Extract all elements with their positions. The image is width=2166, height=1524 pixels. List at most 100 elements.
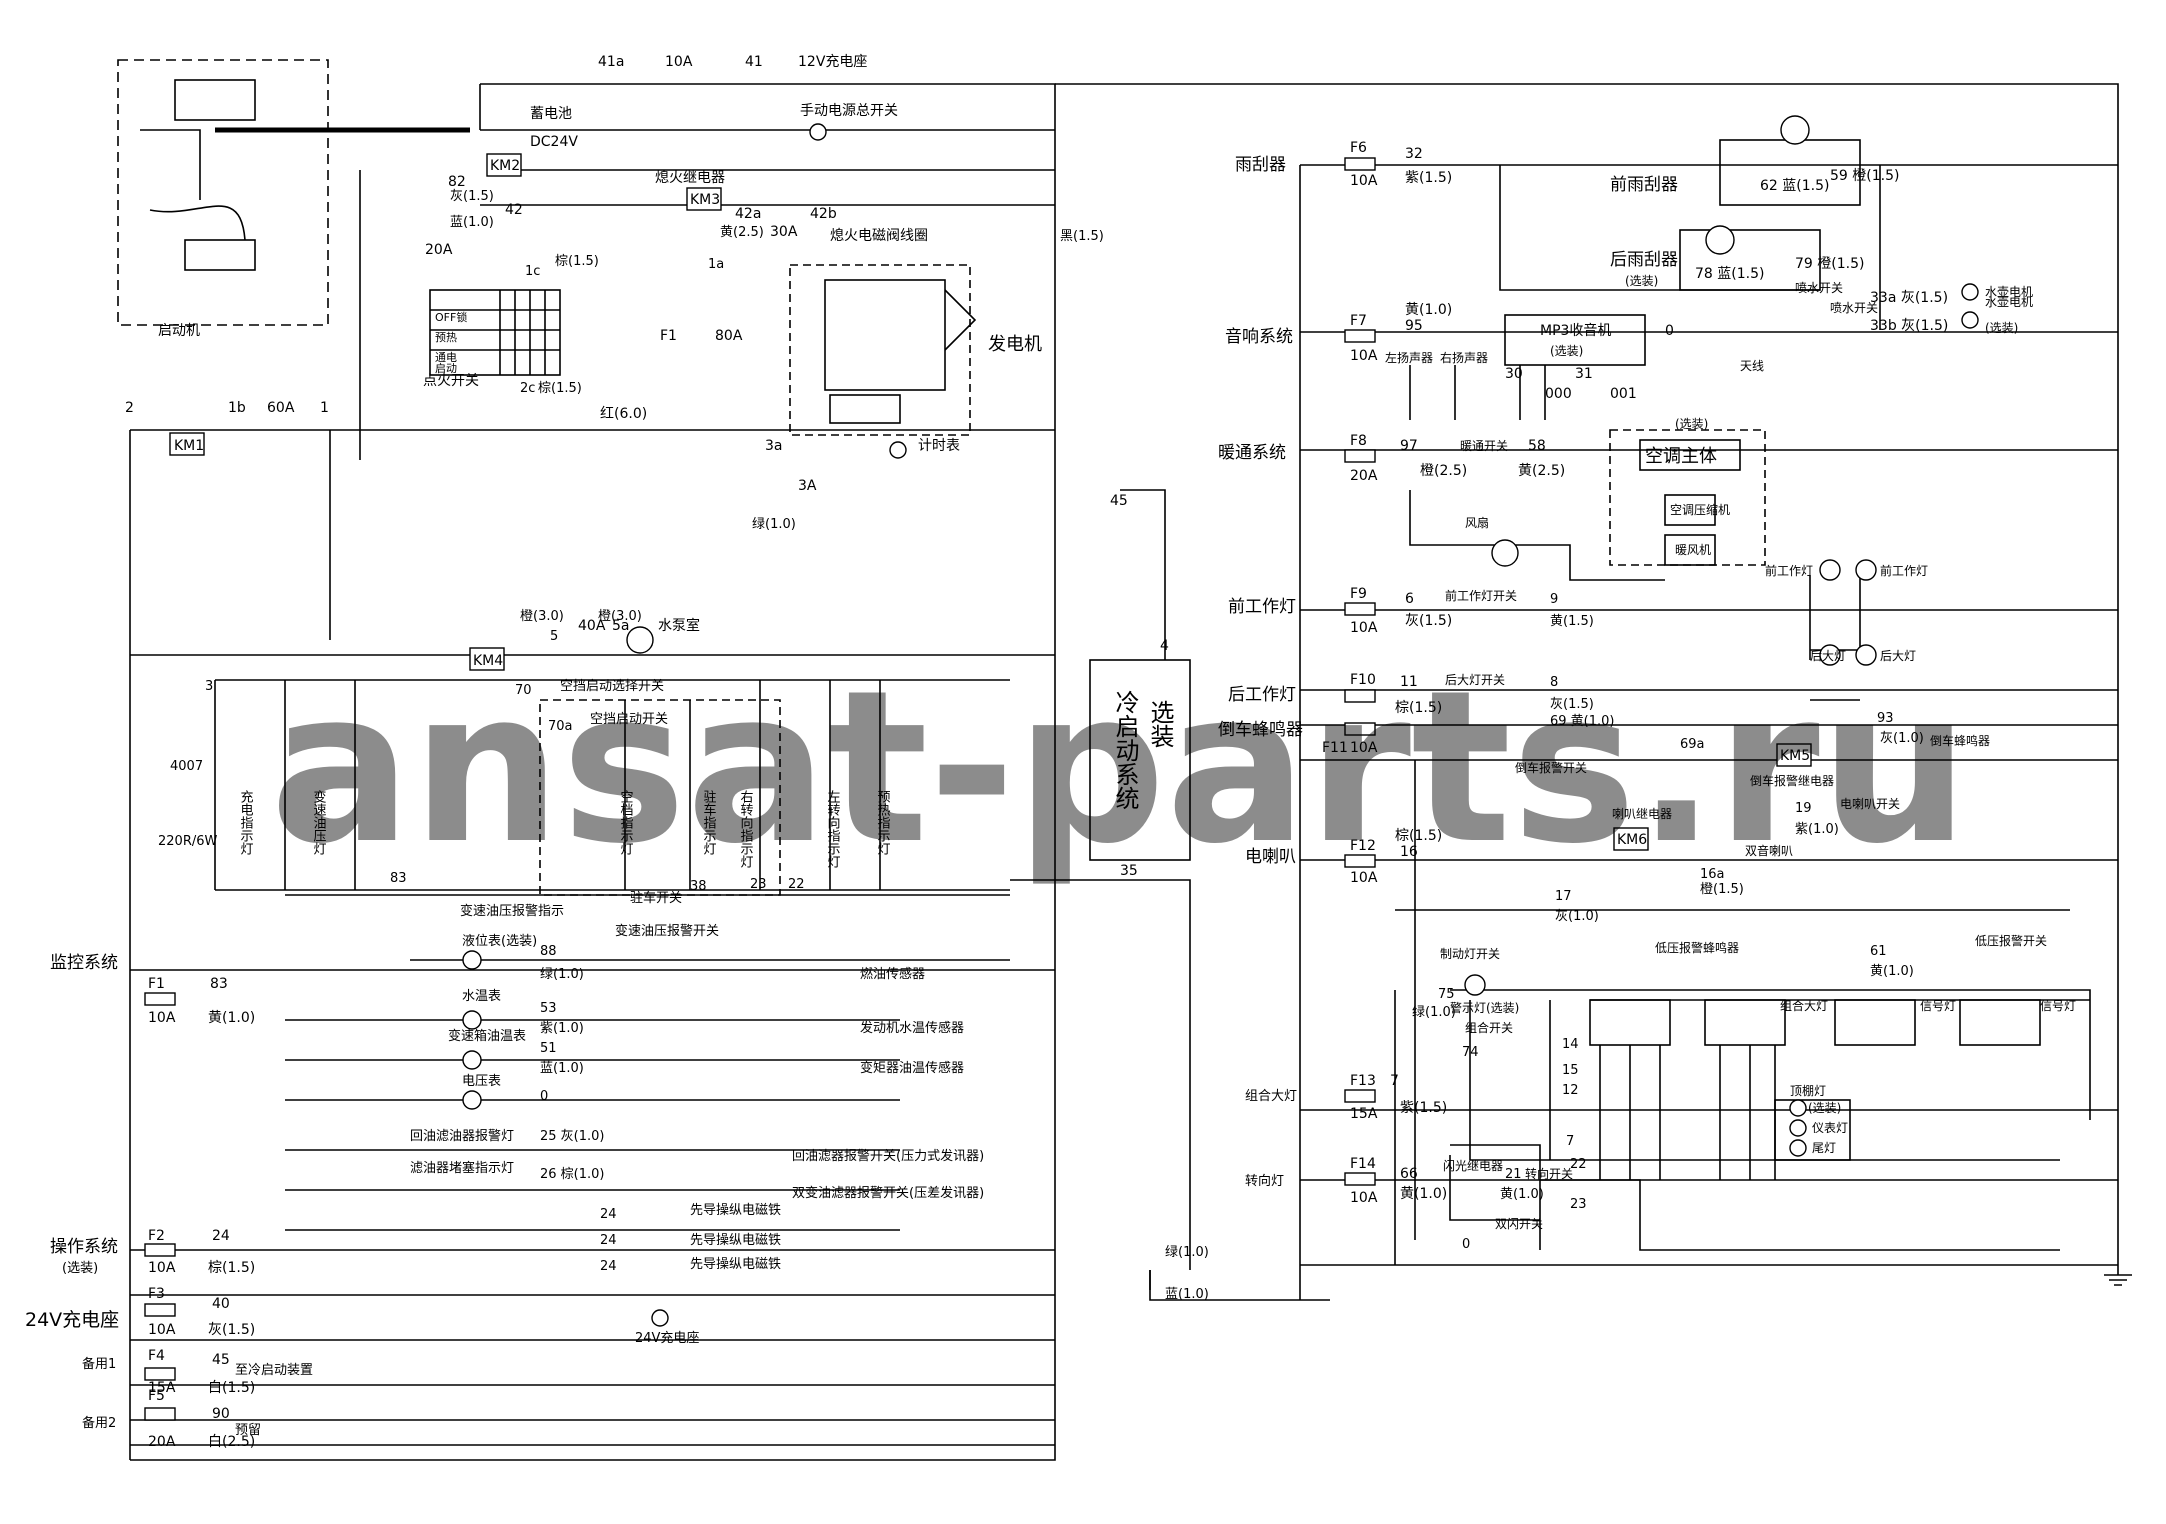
- horn-wire-17-color: 灰(1.0): [1555, 909, 1599, 924]
- washer-motor-icon: [1961, 283, 1979, 301]
- hvac-fan: 风扇: [1465, 515, 1489, 530]
- right-fuse-color: 黄(1.0): [1405, 301, 1452, 318]
- watermark: ansat-parts.ru: [270, 645, 1969, 890]
- solenoid-wire: 24: [600, 1233, 617, 1248]
- washer-pump-opt: (选装): [1985, 321, 2018, 335]
- left-fuse-rating: 15A: [148, 1380, 176, 1396]
- km2-label: KM2: [490, 158, 520, 174]
- km6-icon: [1613, 827, 1649, 851]
- wire-orange3: 橙(3.0): [598, 609, 642, 624]
- park-indicator-label: 驻车指示灯: [701, 790, 717, 856]
- starter-label: 启动机: [158, 323, 200, 339]
- right-fuse-name: F12: [1350, 838, 1376, 854]
- turn-wire-21-color: 黄(1.0): [1500, 1187, 1544, 1202]
- right-fuse-color: 紫(1.5): [1400, 1100, 1447, 1116]
- combo-wire-15: 15: [1562, 1063, 1579, 1078]
- reverse-wire-93: 93: [1877, 711, 1894, 726]
- generator-label: 发电机: [988, 334, 1042, 355]
- right-fuse-name: F14: [1350, 1156, 1376, 1172]
- reverse-relay: 倒车报警继电器: [1750, 773, 1834, 788]
- combo-switch: 组合开关: [1465, 1020, 1513, 1035]
- wire-2c: 2c: [520, 381, 535, 396]
- right-fuse-name: F10: [1350, 672, 1376, 688]
- right-label-front-work: 前工作灯: [1228, 597, 1296, 617]
- cold-start-wire-35: 35: [1120, 863, 1138, 879]
- wire-59: 59 橙(1.5): [1830, 168, 1899, 184]
- right-fuse-rating: 10A: [1350, 1190, 1378, 1206]
- wire-22: 22: [788, 877, 805, 892]
- manual-switch-icon: [809, 123, 827, 141]
- left-label-charge24: 24V充电座: [25, 1309, 119, 1331]
- reverse-wire-93-color: 灰(1.0): [1880, 731, 1924, 746]
- right-fuse-wire: 32: [1405, 146, 1423, 162]
- left-label-operation-opt: (选装): [62, 1261, 98, 1276]
- wire-53: 53: [540, 1001, 557, 1016]
- rear-wiper-motor-icon: [1705, 225, 1735, 255]
- combo-wire-12: 12: [1562, 1083, 1579, 1098]
- reserve-label: 预留: [235, 1423, 261, 1438]
- fuse-icon: [1344, 329, 1376, 343]
- right-fuse-rating: 20A: [1350, 468, 1378, 484]
- right-fuse-color: 橙(2.5): [1420, 463, 1467, 479]
- headlamp-label: 组合大灯: [1780, 998, 1828, 1013]
- water-gauge-label: 水温表: [462, 989, 501, 1004]
- wire-black: 黑(1.5): [1060, 229, 1104, 244]
- left-fuse-name: F1: [148, 976, 165, 992]
- hvac-compressor: 空调压缩机: [1670, 502, 1730, 517]
- wire-33a: 33a 灰(1.5): [1870, 290, 1948, 306]
- battery-label: 蓄电池: [530, 106, 572, 122]
- ign-row-on: 通电: [435, 351, 457, 364]
- right-fuse-rating: 10A: [1350, 870, 1378, 886]
- right-label-reverse-buzzer: 倒车蜂鸣器: [1218, 720, 1303, 740]
- front-work-wire-9: 9: [1550, 592, 1558, 607]
- left-fuse-rating: 10A: [148, 1260, 176, 1276]
- gen-fuse-name: F1: [660, 328, 677, 344]
- right-fuse-wire: 6: [1405, 591, 1414, 607]
- ign-row-off: OFF锁: [435, 310, 467, 324]
- km3-icon: [686, 187, 722, 211]
- wire-orange3: 橙(3.0): [520, 609, 564, 624]
- volt-gauge-icon: [462, 1090, 482, 1110]
- turn-switch: 转向开关: [1525, 1166, 1573, 1181]
- fuse-icon: [144, 992, 176, 1006]
- fuse-icon: [1344, 689, 1376, 703]
- bottom-wire-green: 绿(1.0): [1165, 1245, 1209, 1260]
- alarm-wire-61-color: 黄(1.0): [1870, 964, 1914, 979]
- wire-51-color: 蓝(1.0): [540, 1061, 584, 1076]
- wire-88-color: 绿(1.0): [540, 967, 584, 982]
- fuse-icon: [1344, 1172, 1376, 1186]
- right-fuse-name: F8: [1350, 433, 1367, 449]
- left-fuse-wire: 24: [212, 1228, 230, 1244]
- washer-pump-2: 水壶电机: [1985, 294, 2033, 309]
- right-fuse-color: 灰(1.5): [1405, 613, 1452, 629]
- wire-83: 83: [390, 871, 407, 886]
- cold-start-box: [1089, 659, 1191, 861]
- fuel-sensor-label: 燃油传感器: [860, 966, 925, 982]
- fuse-icon: [1344, 157, 1376, 171]
- wire-38: 38: [690, 879, 707, 894]
- right-fuse-wire: 66: [1400, 1166, 1418, 1182]
- combo-wire-75-color: 绿(1.0): [1412, 1005, 1456, 1020]
- rear-lamp: 后大灯: [1810, 649, 1846, 663]
- left-fuse-name: F3: [148, 1286, 165, 1302]
- signal-label-2: 信号灯: [2040, 999, 2076, 1013]
- hydraulic-filter-switch: 双变油滤器报警开关(压差发讯器): [792, 1185, 984, 1201]
- km4-icon: [469, 647, 505, 671]
- left-turn-indicator-label: 左转向指示灯: [825, 790, 841, 869]
- cold-start-wire-4: 4: [1160, 638, 1169, 654]
- fuse-top-rating: 10A: [665, 54, 693, 70]
- gen-fuse-3a: 3A: [798, 478, 817, 494]
- wire-green: 绿(1.0): [752, 517, 796, 532]
- cold-start-option: 选装: [1146, 700, 1174, 748]
- tail-lamp-label: 尾灯: [1812, 1141, 1836, 1155]
- fuse-icon: [144, 1303, 176, 1317]
- right-label-horn: 电喇叭: [1245, 847, 1296, 867]
- charging-socket-12v: 12V充电座: [798, 54, 867, 70]
- front-wiper-motor-icon: [1780, 115, 1810, 145]
- panel-lamp-icon: [1789, 1119, 1807, 1137]
- starter-box: [117, 59, 329, 326]
- wire-yellow25: 黄(2.5): [720, 225, 764, 240]
- bottom-wire-blue: 蓝(1.0): [1165, 1287, 1209, 1302]
- low-pressure-buzzer: 低压报警蜂鸣器: [1655, 940, 1739, 955]
